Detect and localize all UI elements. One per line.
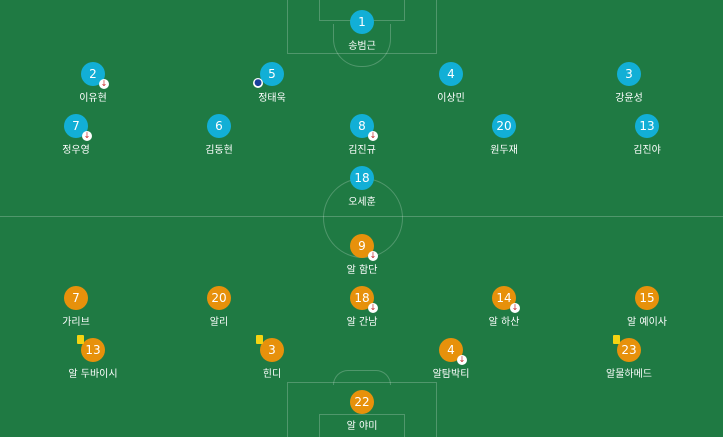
jersey-number: 1 bbox=[350, 10, 374, 34]
jersey-number: 20 bbox=[492, 114, 516, 138]
home-player[interactable]: 13 김진야 bbox=[587, 114, 707, 156]
player-name: 알 예이사 bbox=[627, 317, 667, 328]
player-name: 김진야 bbox=[633, 145, 661, 156]
home-player[interactable]: 7↓ 정우영 bbox=[16, 114, 136, 156]
home-player[interactable]: 2↓ 이유현 bbox=[33, 62, 153, 104]
arrow-down-icon: ↓ bbox=[82, 131, 92, 141]
bottom-penalty-arc bbox=[333, 370, 391, 385]
jersey-number: 18 bbox=[350, 166, 374, 190]
player-name: 알리 bbox=[209, 317, 229, 328]
arrow-down-icon: ↓ bbox=[510, 303, 520, 313]
jersey-number: 22 bbox=[350, 390, 374, 414]
jersey-number: 7↓ bbox=[64, 114, 92, 141]
away-player[interactable]: 14↓ 알 하산 bbox=[444, 286, 564, 328]
bottom-goal-area bbox=[319, 414, 405, 437]
away-player[interactable]: 23 알물하메드 bbox=[569, 335, 689, 380]
away-player[interactable]: 9↓ 알 함단 bbox=[302, 234, 422, 276]
player-name: 힌디 bbox=[262, 369, 282, 380]
jersey-number: 8↓ bbox=[350, 114, 378, 141]
jersey-number: 18↓ bbox=[350, 286, 378, 313]
away-player[interactable]: 7 가리브 bbox=[16, 286, 136, 328]
away-player[interactable]: 3 힌디 bbox=[212, 335, 332, 380]
player-name: 알탐박티 bbox=[432, 369, 470, 380]
away-player[interactable]: 22 알 야미 bbox=[302, 390, 422, 432]
jersey-number: 20 bbox=[207, 286, 231, 310]
home-player[interactable]: 20 원두재 bbox=[444, 114, 564, 156]
player-name: 알 두바이시 bbox=[68, 369, 118, 380]
away-player[interactable]: 13 알 두바이시 bbox=[33, 335, 153, 380]
player-name: 정우영 bbox=[62, 145, 90, 156]
home-player[interactable]: 4 이상민 bbox=[391, 62, 511, 104]
jersey-number: 2↓ bbox=[81, 62, 109, 89]
away-player[interactable]: 15 알 예이사 bbox=[587, 286, 707, 328]
home-player[interactable]: 8↓ 김진규 bbox=[302, 114, 422, 156]
player-name: 이상민 bbox=[437, 93, 465, 104]
player-name: 알 함단 bbox=[346, 265, 378, 276]
arrow-down-icon: ↓ bbox=[368, 251, 378, 261]
arrow-down-icon: ↓ bbox=[368, 131, 378, 141]
jersey-number: 9↓ bbox=[350, 234, 378, 261]
away-player[interactable]: 20 알리 bbox=[159, 286, 279, 328]
home-player[interactable]: 18 오세훈 bbox=[302, 166, 422, 208]
player-name: 원두재 bbox=[490, 145, 518, 156]
away-player[interactable]: 18↓ 알 간남 bbox=[302, 286, 422, 328]
jersey-number: 3 bbox=[256, 335, 284, 362]
player-name: 강윤성 bbox=[615, 93, 643, 104]
player-name: 알 간남 bbox=[346, 317, 378, 328]
away-player[interactable]: 4↓ 알탐박티 bbox=[391, 338, 511, 380]
yellow-card-icon bbox=[256, 335, 263, 344]
yellow-card-icon bbox=[77, 335, 84, 344]
player-name: 김진규 bbox=[348, 145, 376, 156]
home-player[interactable]: 5● 정태욱 bbox=[212, 62, 332, 104]
player-name: 알 하산 bbox=[488, 317, 520, 328]
jersey-number: 13 bbox=[635, 114, 659, 138]
home-player[interactable]: 6 김동현 bbox=[159, 114, 279, 156]
arrow-down-icon: ↓ bbox=[99, 79, 109, 89]
player-name: 송범근 bbox=[348, 41, 376, 52]
player-name: 김동현 bbox=[205, 145, 233, 156]
jersey-number: 4 bbox=[439, 62, 463, 86]
player-name: 정태욱 bbox=[258, 93, 286, 104]
jersey-number: 7 bbox=[64, 286, 88, 310]
jersey-number: 6 bbox=[207, 114, 231, 138]
player-name: 오세훈 bbox=[348, 197, 376, 208]
yellow-card-icon bbox=[613, 335, 620, 344]
soccer-ball-icon: ● bbox=[253, 78, 263, 88]
jersey-number: 4↓ bbox=[439, 338, 467, 365]
player-name: 알 야미 bbox=[346, 421, 378, 432]
player-name: 이유현 bbox=[79, 93, 107, 104]
top-penalty-area bbox=[287, 0, 437, 54]
arrow-down-icon: ↓ bbox=[368, 303, 378, 313]
home-player[interactable]: 1 송범근 bbox=[302, 10, 422, 52]
jersey-number: 3 bbox=[617, 62, 641, 86]
jersey-number: 14↓ bbox=[492, 286, 520, 313]
jersey-number: 15 bbox=[635, 286, 659, 310]
jersey-number: 13 bbox=[77, 335, 105, 362]
jersey-number: 23 bbox=[613, 335, 641, 362]
player-name: 알물하메드 bbox=[606, 369, 652, 380]
bottom-penalty-area bbox=[287, 382, 437, 437]
jersey-number: 5● bbox=[253, 62, 284, 88]
player-name: 가리브 bbox=[62, 317, 90, 328]
arrow-down-icon: ↓ bbox=[457, 355, 467, 365]
home-player[interactable]: 3 강윤성 bbox=[569, 62, 689, 104]
